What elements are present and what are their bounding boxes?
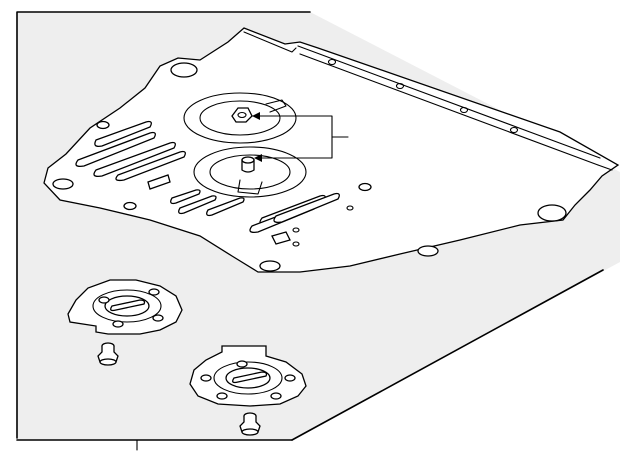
mounting-bracket-right <box>189 345 307 407</box>
vent-slots <box>75 120 340 245</box>
skid-plate <box>43 27 620 273</box>
callout-leader <box>136 112 349 451</box>
push-clip-left <box>97 342 119 366</box>
push-clip-right <box>239 412 261 436</box>
mounting-bracket-left <box>67 279 183 335</box>
